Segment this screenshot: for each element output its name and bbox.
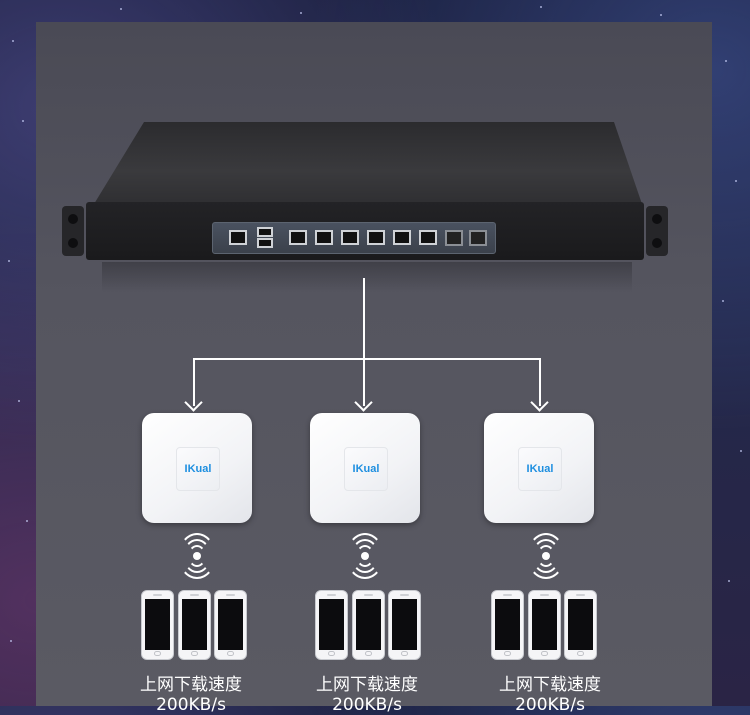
ethernet-port	[315, 230, 333, 245]
rack-ear-left	[62, 206, 84, 256]
smartphone	[178, 590, 211, 660]
caption-title: 上网下载速度	[316, 675, 418, 695]
port-panel	[212, 222, 496, 254]
usb-port	[257, 238, 273, 248]
ethernet-port	[419, 230, 437, 245]
wifi-signal-icon	[178, 533, 216, 579]
speed-caption: 上网下载速度 200KB/s	[121, 675, 261, 715]
caption-speed: 200KB/s	[156, 695, 226, 715]
branch-line-left	[193, 358, 195, 406]
access-point: IKual	[484, 413, 594, 523]
rack-ear-right	[646, 206, 668, 256]
speed-caption: 上网下载速度 200KB/s	[297, 675, 437, 715]
usb-port	[257, 227, 273, 237]
smartphone	[352, 590, 385, 660]
smartphone	[141, 590, 174, 660]
brand-logo: IKual	[352, 463, 380, 475]
wifi-signal-icon	[346, 533, 384, 579]
caption-speed: 200KB/s	[332, 695, 402, 715]
smartphone	[528, 590, 561, 660]
router-reflection	[102, 262, 632, 292]
branch-line-center	[363, 358, 365, 406]
smartphone	[491, 590, 524, 660]
caption-title: 上网下载速度	[140, 675, 242, 695]
wifi-signal-icon	[527, 533, 565, 579]
sfp-port	[445, 230, 463, 246]
ethernet-port	[367, 230, 385, 245]
brand-logo: IKual	[184, 463, 212, 475]
branch-line-right	[539, 358, 541, 406]
ethernet-port	[341, 230, 359, 245]
access-point: IKual	[310, 413, 420, 523]
access-point: IKual	[142, 413, 252, 523]
smartphone	[315, 590, 348, 660]
caption-title: 上网下载速度	[499, 675, 601, 695]
speed-caption: 上网下载速度 200KB/s	[480, 675, 620, 715]
smartphone	[388, 590, 421, 660]
firewall-router	[62, 122, 668, 292]
ethernet-port	[393, 230, 411, 245]
router-chassis-top	[94, 122, 642, 204]
sfp-port	[469, 230, 487, 246]
brand-logo: IKual	[526, 463, 554, 475]
smartphone	[564, 590, 597, 660]
distribution-line	[193, 358, 541, 360]
trunk-line	[363, 278, 365, 359]
console-port	[229, 230, 247, 245]
caption-speed: 200KB/s	[515, 695, 585, 715]
ethernet-port	[289, 230, 307, 245]
smartphone	[214, 590, 247, 660]
